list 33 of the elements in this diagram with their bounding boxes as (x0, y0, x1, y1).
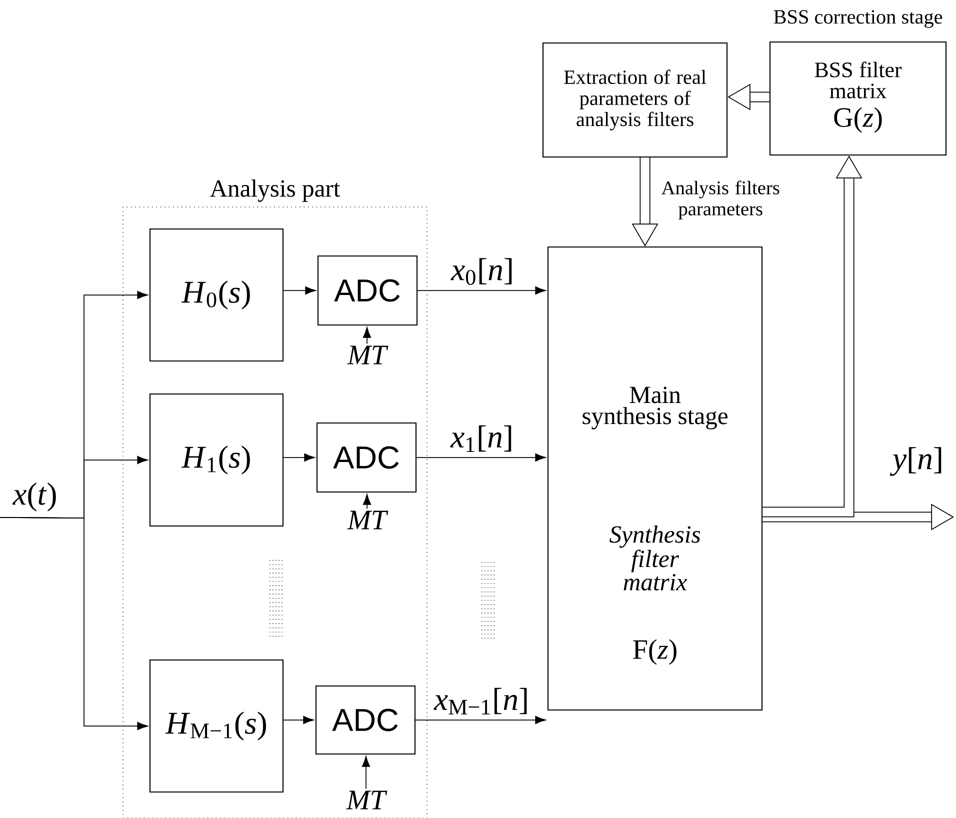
arrow (417, 286, 546, 295)
filter-box: H$_{M−1}$(s) (149, 659, 284, 793)
arrow (416, 453, 546, 462)
arrow (362, 494, 372, 510)
formula-label: F(z) (633, 639, 676, 665)
group-heading: Analysis part (210, 180, 340, 202)
box-text: Synthesis filter matrix (610, 526, 700, 590)
adc-box: ADC (315, 685, 416, 755)
clock-label: MT (347, 510, 388, 530)
arrow (283, 716, 314, 724)
filter-box: H$_{1}$(s) (149, 393, 284, 527)
signal-label: y[n] (890, 447, 942, 476)
formula-label: G(z) (834, 107, 882, 133)
box-heading: BSS correction stage (774, 10, 942, 28)
clock-label: MT (347, 346, 388, 364)
box-heading: Main synthesis stage (582, 386, 728, 430)
input-label: x(t) (12, 482, 56, 512)
signal-label: x$_{1}$[n] (450, 425, 512, 452)
adc-box: ADC (317, 255, 418, 326)
adc-box: ADC (316, 422, 417, 493)
clock-label: MT (346, 790, 388, 810)
filter-box: H$_{0}$(s) (149, 228, 284, 362)
signal-label: x$_{M−1}$[n] (434, 688, 527, 714)
arrow (283, 453, 316, 462)
arrow (283, 286, 316, 295)
edge-label: Analysis filters parameters (662, 180, 780, 220)
arrow (0, 517, 148, 730)
process-box: Extraction of real parameters of analysis filters (542, 42, 728, 158)
box-text: BSS filter matrix (814, 62, 902, 98)
arrow (415, 716, 546, 724)
signal-label: x$_{0}$[n] (450, 258, 512, 285)
arrow (362, 326, 372, 344)
arrow (362, 756, 370, 790)
